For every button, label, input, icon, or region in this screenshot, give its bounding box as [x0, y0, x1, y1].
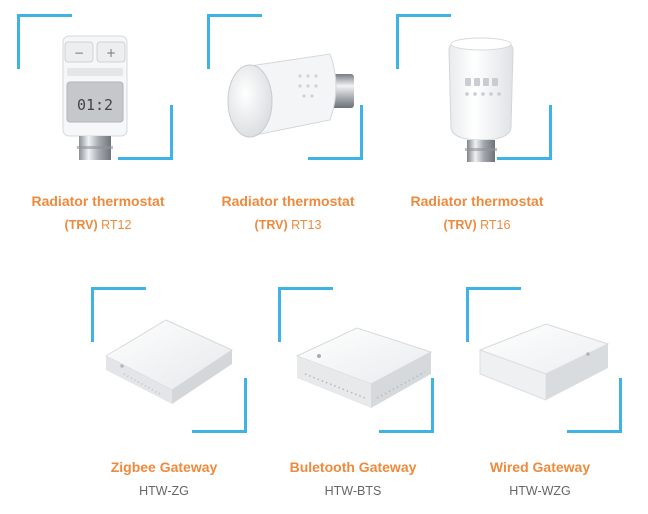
- wired-gateway-image: [478, 323, 610, 401]
- product-type: (TRV): [254, 218, 288, 232]
- product-card-rt13[interactable]: Radiator thermostat (TRV) RT13: [190, 0, 400, 240]
- thermostat-rt16-image: [448, 37, 514, 162]
- frame-corner-bottom-right: [308, 105, 363, 160]
- frame-corner-bottom-right: [192, 378, 247, 433]
- svg-text:−: −: [74, 46, 84, 60]
- product-card-rt16[interactable]: Radiator thermostat (TRV) RT16: [379, 0, 589, 240]
- frame-corner-top-left: [17, 14, 72, 69]
- frame-corner-top-left: [466, 287, 521, 342]
- product-subtitle: (TRV) RT12: [0, 218, 198, 232]
- image-frame: [278, 287, 434, 433]
- product-model: RT16: [480, 218, 511, 232]
- product-card-zigbee-gateway[interactable]: Zigbee Gateway HTW-ZG: [66, 276, 276, 506]
- frame-corner-bottom-right: [497, 105, 552, 160]
- product-title: Radiator thermostat: [221, 193, 355, 209]
- image-frame: [207, 14, 363, 160]
- image-frame: [466, 287, 622, 433]
- product-model: HTW-BTS: [324, 484, 382, 498]
- product-type: (TRV): [443, 218, 477, 232]
- bluetooth-gateway-image: [295, 327, 433, 408]
- product-model: HTW-WZG: [509, 484, 571, 498]
- svg-text:+: +: [106, 46, 116, 60]
- product-subtitle: (TRV) RT13: [188, 218, 388, 232]
- frame-corner-bottom-right: [379, 378, 434, 433]
- lcd-readout: 01:2: [77, 96, 113, 114]
- product-title: Wired Gateway: [489, 459, 591, 475]
- zigbee-gateway-image: [104, 319, 234, 404]
- product-card-bluetooth-gateway[interactable]: Buletooth Gateway HTW-BTS: [257, 276, 467, 506]
- product-subtitle: (TRV) RT16: [377, 218, 577, 232]
- thermostat-rt13-image: [227, 53, 354, 138]
- product-title: Buletooth Gateway: [289, 459, 417, 475]
- product-title: Radiator thermostat: [410, 193, 544, 209]
- frame-corner-top-left: [91, 287, 146, 342]
- product-title: Radiator thermostat: [31, 193, 165, 209]
- frame-corner-top-left: [396, 14, 451, 69]
- image-frame: [396, 14, 552, 160]
- image-frame: [91, 287, 247, 433]
- frame-corner-top-left: [278, 287, 333, 342]
- frame-corner-bottom-right: [118, 105, 173, 160]
- product-title: Zigbee Gateway: [110, 459, 218, 475]
- product-model: HTW-ZG: [139, 484, 189, 498]
- product-card-wired-gateway[interactable]: Wired Gateway HTW-WZG: [446, 276, 648, 506]
- product-type: (TRV): [64, 218, 98, 232]
- product-card-rt12[interactable]: − + 01:2 Radiator thermostat (TRV) RT12: [0, 0, 210, 240]
- frame-corner-top-left: [207, 14, 262, 69]
- image-frame: [17, 14, 173, 160]
- thermostat-rt12-image: − + 01:2: [62, 35, 128, 160]
- product-model: RT12: [101, 218, 132, 232]
- product-model: RT13: [291, 218, 322, 232]
- frame-corner-bottom-right: [567, 378, 622, 433]
